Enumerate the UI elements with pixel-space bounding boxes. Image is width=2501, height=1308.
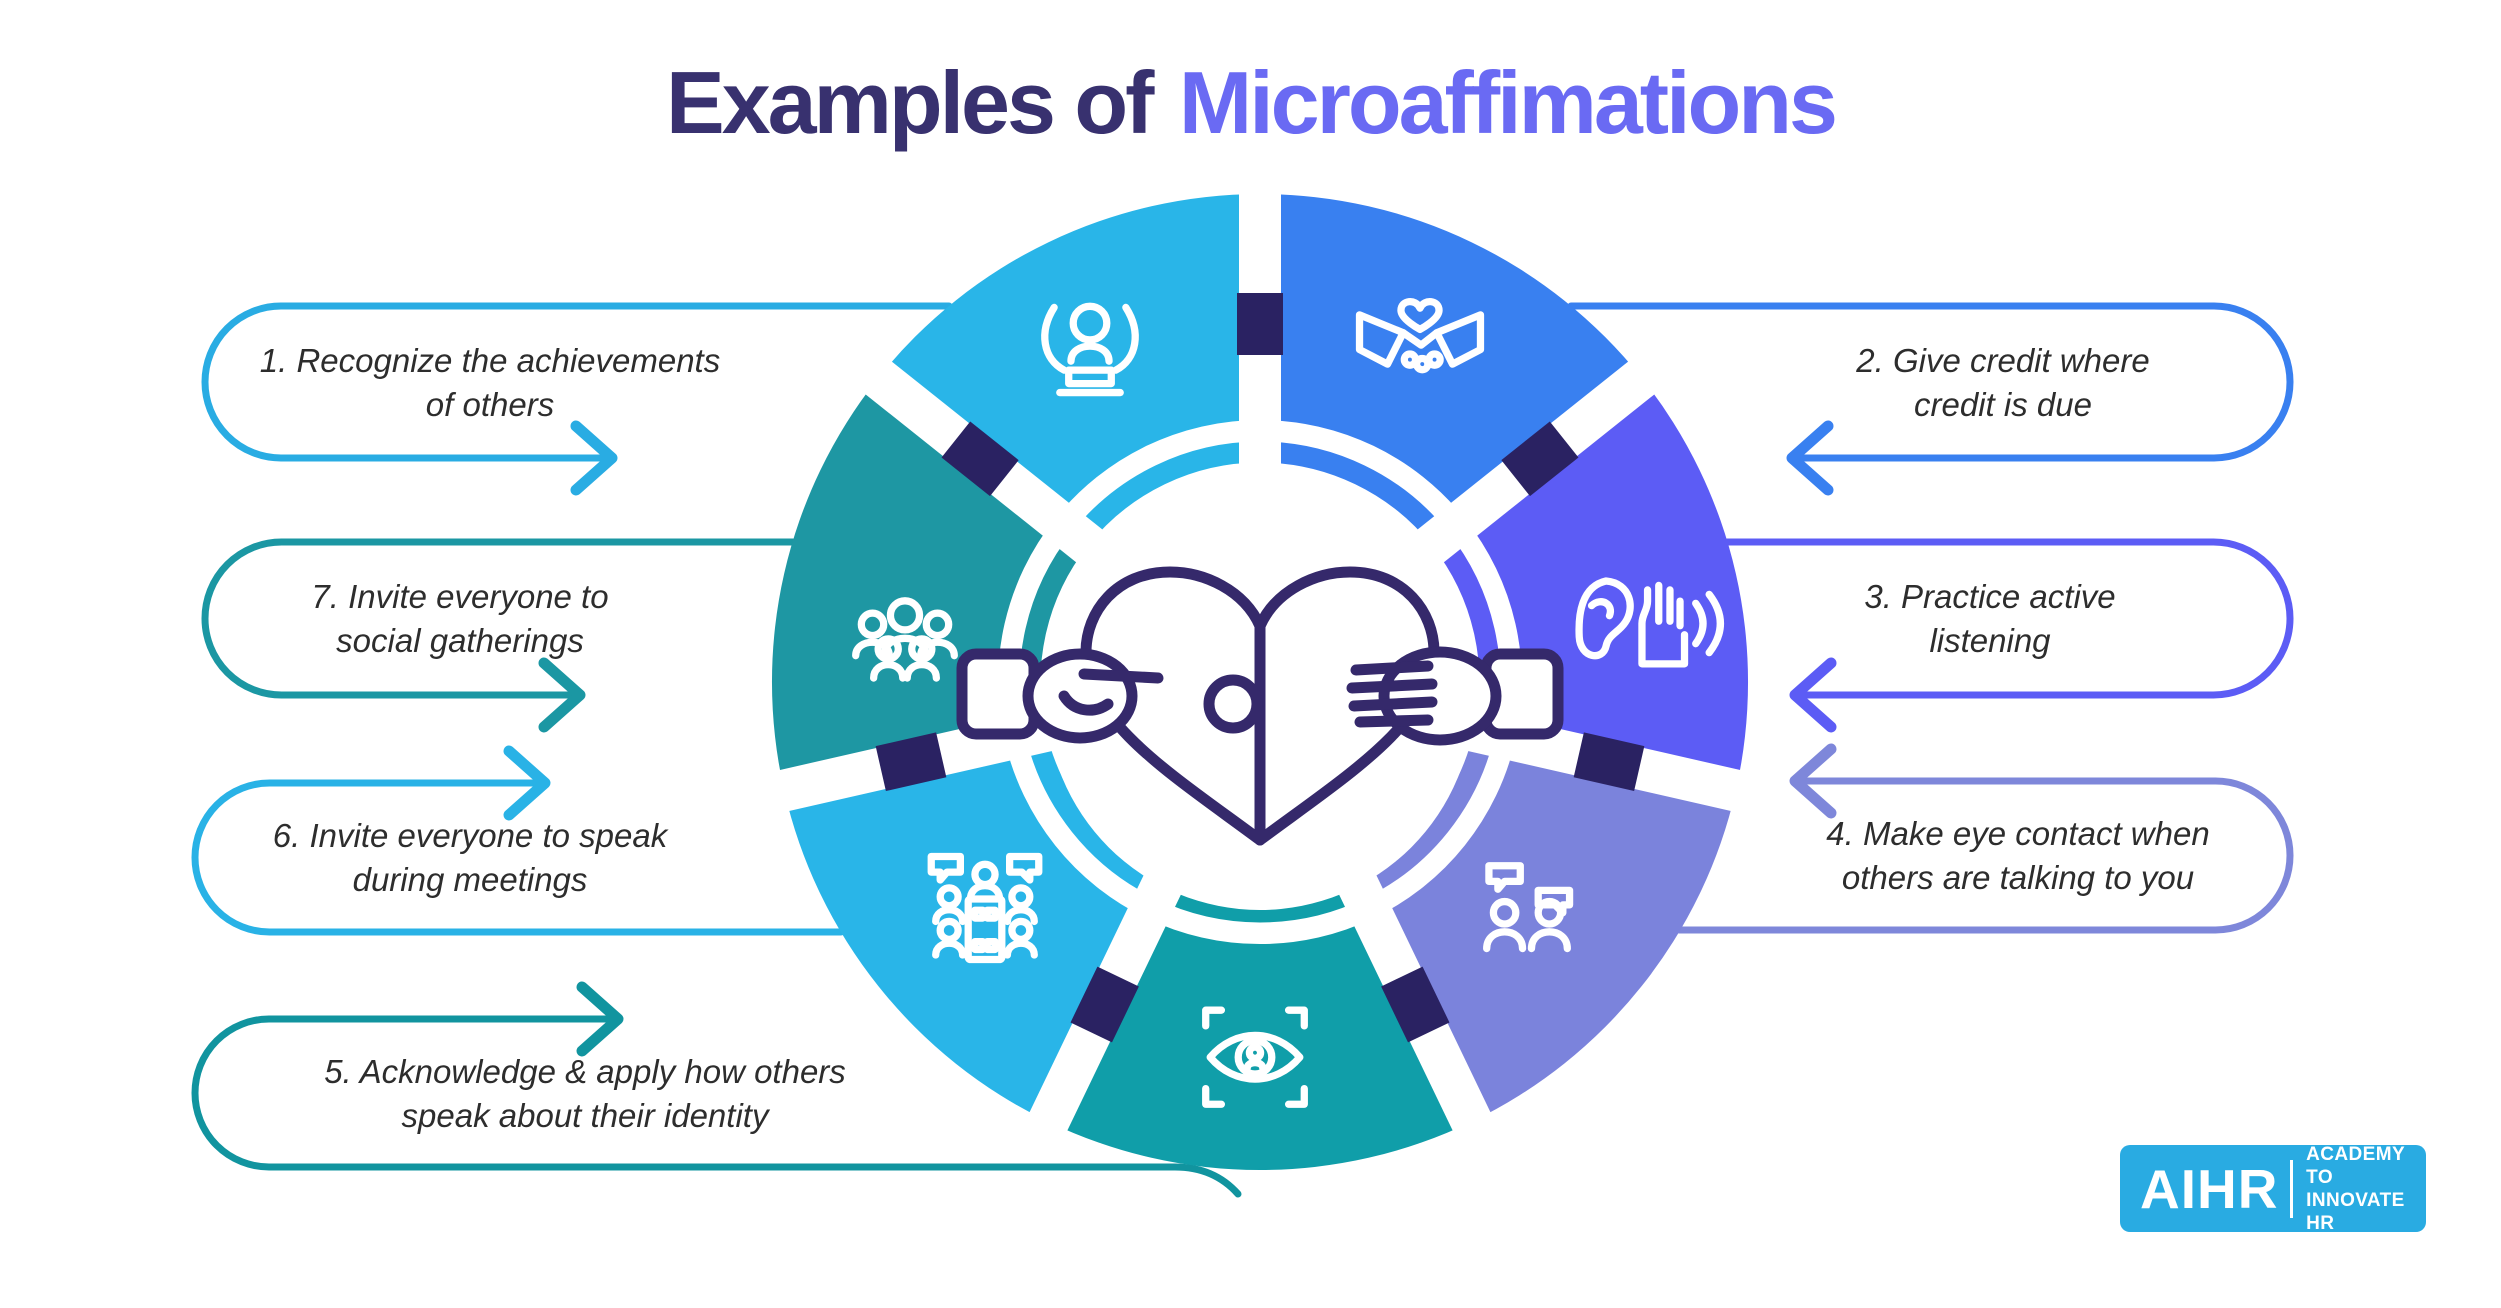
callout-4-outline <box>1675 777 2294 934</box>
group-people-icon <box>852 597 958 682</box>
callout-1-text: 1. Recognize the achievements of others <box>259 342 721 423</box>
callout-1-arrow-icon <box>570 420 618 496</box>
award-person-icon <box>1041 302 1139 397</box>
segment-connector <box>1237 293 1283 355</box>
callout-5-text: 5. Acknowledge & apply how others speak … <box>324 1053 846 1134</box>
title-highlight: Microaffimations <box>1178 53 1838 152</box>
eye-identity-icon <box>1202 1006 1308 1108</box>
callout-1-outline <box>201 302 953 462</box>
listening-ear-icon <box>1575 577 1724 668</box>
callout-2-text: 2. Give credit where credit is due <box>1856 342 2150 423</box>
handshake-icon <box>1355 298 1485 374</box>
segment-connector <box>1381 966 1450 1043</box>
inner-ring-arc <box>1259 441 1449 546</box>
callout-5-arrow-icon <box>576 981 624 1057</box>
heart-puzzle-hands-icon <box>956 482 1564 910</box>
inner-ring-arc <box>1071 441 1261 546</box>
callout-6-outline <box>191 779 845 936</box>
callout-7-text: 7. Invite everyone to social gatherings <box>311 578 609 659</box>
callout-5-outline <box>191 1015 1242 1198</box>
logo-divider <box>2290 1159 2294 1218</box>
callout-6-arrow-icon <box>503 745 551 821</box>
aihr-logo: AIHR ACADEMY TO INNOVATE HR <box>2120 1143 2426 1234</box>
segment-connector <box>1070 966 1139 1043</box>
segment-connector <box>875 732 947 792</box>
segment-connector <box>1501 421 1579 497</box>
inner-ring-arc <box>1155 879 1365 923</box>
callout-3-arrow-icon <box>1789 657 1837 733</box>
callout-3-text: 3. Practice active listening <box>1864 578 2116 659</box>
callout-6-text: 6. Invite everyone to speak during meeti… <box>272 817 668 898</box>
callout-7-arrow-icon <box>538 657 586 733</box>
callout-4-arrow-icon <box>1789 743 1837 819</box>
logo-brand-text: AIHR <box>2140 1157 2279 1220</box>
callout-2-arrow-icon <box>1786 420 1834 496</box>
inner-ring-arc <box>1355 730 1495 899</box>
callout-3-outline <box>1723 538 2294 699</box>
segment-connector <box>1573 732 1645 792</box>
inner-ring-arc <box>1025 730 1165 899</box>
conversation-icon <box>1483 862 1574 953</box>
logo-tagline: ACADEMY TO INNOVATE HR <box>2306 1143 2405 1234</box>
callout-7-outline <box>201 538 797 699</box>
page-title: Examples of Microaffimations <box>0 52 2501 154</box>
title-prefix: Examples of <box>666 53 1154 152</box>
callout-2-outline <box>1567 302 2294 462</box>
callout-4-text: 4. Make eye contact when others are talk… <box>1826 815 2210 896</box>
segment-connector <box>941 421 1019 497</box>
meeting-icon <box>927 852 1043 964</box>
